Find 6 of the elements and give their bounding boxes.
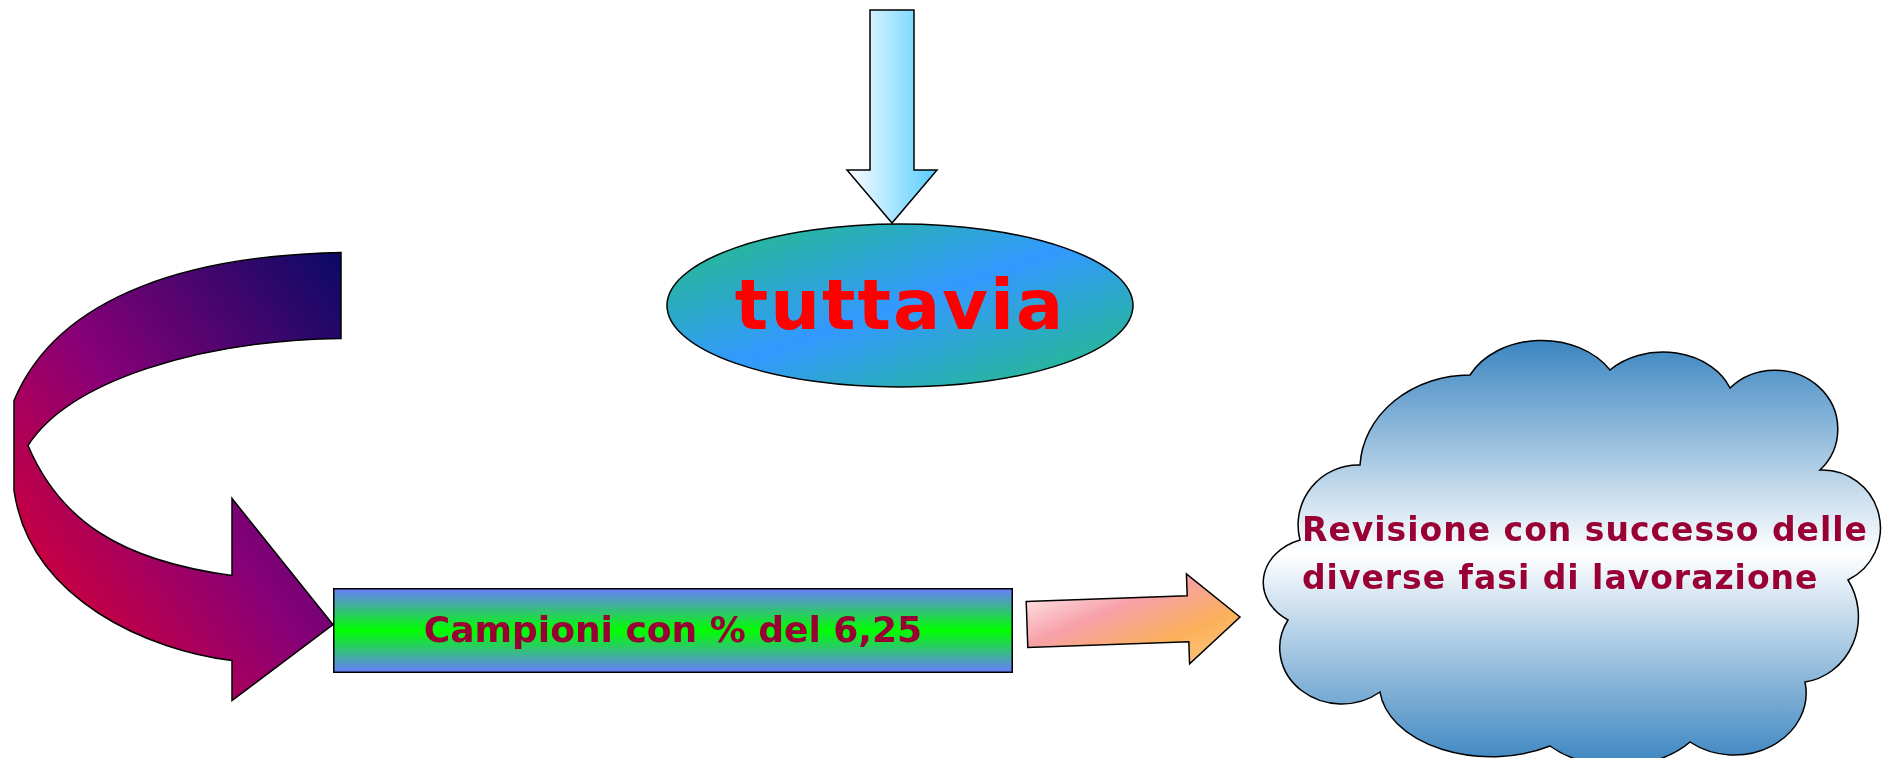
block-arrow bbox=[845, 9, 939, 225]
node-label: Campioni con % del 6,25 bbox=[423, 608, 923, 653]
block-arrow bbox=[1025, 572, 1242, 666]
block-arrow bbox=[13, 251, 342, 702]
node-label: Revisione con successo delle diverse fasi di lavorazione bbox=[1301, 509, 1869, 599]
node-label: tuttavia bbox=[734, 262, 1066, 348]
